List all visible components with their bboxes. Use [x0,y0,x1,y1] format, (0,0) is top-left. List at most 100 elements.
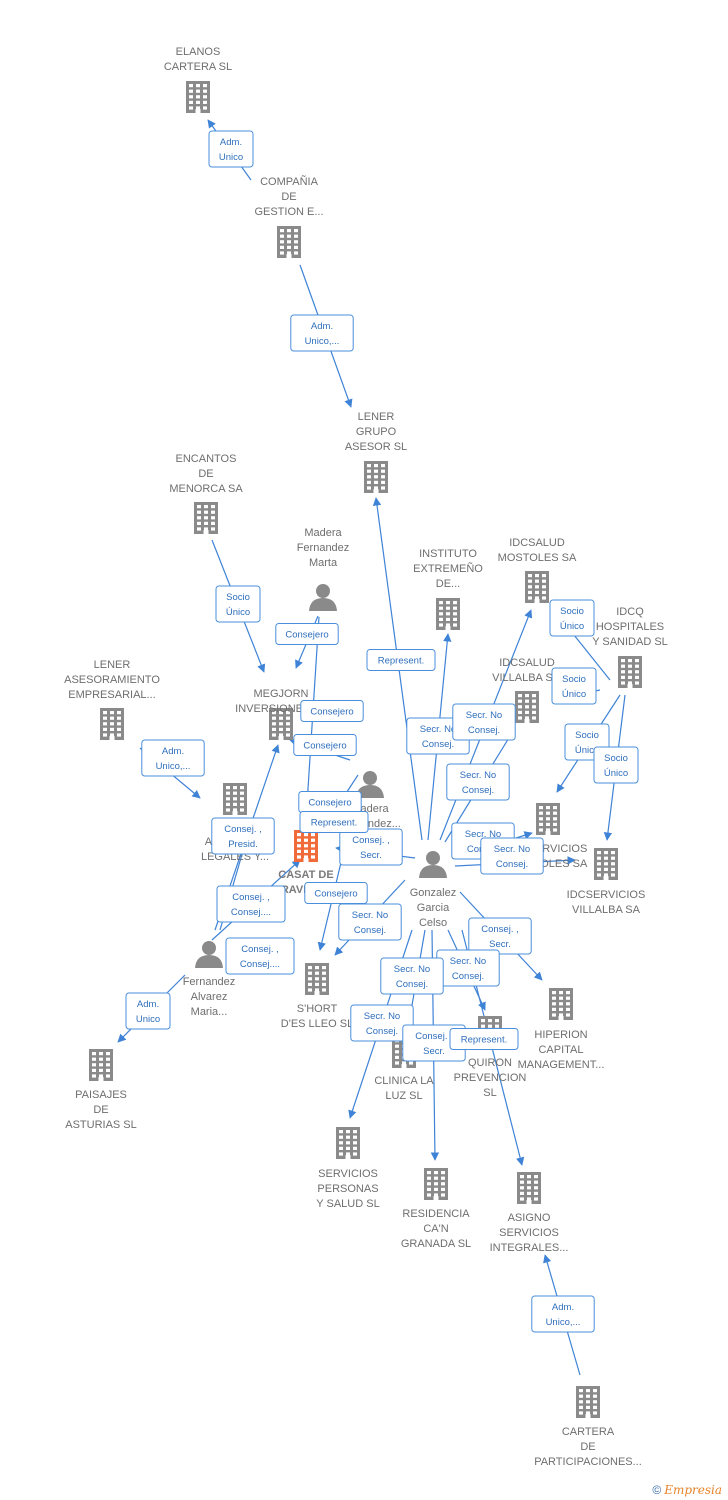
edge-label-madera2-to-megjorn[interactable]: Consejero [293,734,357,756]
edge-label-madera2-to-casat[interactable]: Represent. [299,811,369,833]
edge-label-text: Secr. No [465,829,501,840]
node-label-line: MOSTOLES SA [498,552,577,564]
building-window [279,733,283,737]
brand-logo[interactable]: Empresia [664,1483,722,1497]
building-door [524,719,530,723]
building-window [297,838,301,842]
building-window [381,464,385,468]
edge-label-fernandez-to-paisajes[interactable]: Adm.Unico [125,992,171,1030]
edge-label-madera-to-casat[interactable]: Consejero [300,700,364,722]
edge-label-gonzalez-to-lener_grupo[interactable]: Represent. [366,649,436,671]
node-label-line: Y SALUD SL [316,1198,379,1210]
edge-label-text: Secr. No [460,770,496,781]
building-window [453,606,457,610]
building-icon [517,1172,541,1204]
node-label-line: MENORCA SA [169,483,243,495]
node-label-line: DE [281,191,296,203]
building-window [566,991,570,995]
edge-label-compania-to-elanos[interactable]: Adm.Unico [208,130,254,168]
edge-label-madera-to-megjorn[interactable]: Consejero [275,623,339,645]
edge-label-madera2-to-casat[interactable]: Consejero [298,791,362,813]
copyright-footer: ©Empresia [652,1483,722,1497]
edge-label-box [216,885,286,923]
building-window [189,84,193,88]
edge-label-text: Secr. [489,939,511,950]
building-window [189,89,193,93]
building-window [367,486,371,490]
building-window [92,1052,96,1056]
building-window [286,711,290,715]
edge-label-fernandez-to-casat[interactable]: Consej. ,Consej.... [225,937,295,975]
building-window [525,710,529,714]
building-window [542,579,546,583]
node-asigno[interactable]: ASIGNOSERVICIOSINTEGRALES... [490,1172,569,1254]
building-window [106,1063,110,1067]
node-label-line: CARTERA SL [164,61,232,73]
edge-label-compania-to-lener_grupo[interactable]: Adm.Unico,... [290,314,354,352]
node-fernandez[interactable]: FernandezAlvarezMaria... [183,941,236,1018]
node-hiperion[interactable]: HIPERIONCAPITALMANAGEMENT... [518,988,605,1071]
building-window [586,1394,590,1398]
edge-label-lener_aseso-to-asesores[interactable]: Adm.Unico,... [141,739,205,777]
building-icon [576,1386,600,1418]
edge-label-cartera-to-asigno[interactable]: Adm.Unico,... [531,1295,595,1333]
building-window [453,612,457,616]
building-window [233,797,237,801]
building-window [434,1171,438,1175]
edge-label-fernandez-to-asesores[interactable]: Consej. ,Presid. [211,817,275,855]
node-instituto[interactable]: INSTITUTOEXTREMEÑODE... [413,548,483,630]
building-window [553,822,557,826]
building-window [535,585,539,589]
edge-label-box [338,903,402,941]
building-window [525,694,529,698]
edge-label-text: Adm. [311,321,333,332]
building-window [322,966,326,970]
node-cartera[interactable]: CARTERADEPARTICIPACIONES... [534,1386,642,1468]
node-label-line: S'HORT [297,1003,338,1015]
building-window [203,100,207,104]
node-lener_aseso[interactable]: LENERASESORAMIENTOEMPRESARIAL... [64,659,160,740]
building-window [346,1135,350,1139]
edge-label-fernandez-to-megjorn[interactable]: Consej. ,Consej.... [216,885,286,923]
building-door [401,1064,407,1068]
person-head [316,584,330,598]
edge-label-gonzalez-to-asigno[interactable]: Represent. [449,1028,519,1050]
edge-label-gonzalez-to-hiperion[interactable]: Consej. ,Secr. [468,917,532,955]
building-window [553,806,557,810]
building-window [559,1002,563,1006]
node-label-line: Garcia [417,902,450,914]
edge-label-gonzalez-to-casat[interactable]: Consej. ,Secr. [339,828,403,866]
edge-label-madera2-to-short[interactable]: Consejero [304,882,368,904]
edge-label-text: Secr. No [420,724,456,735]
person-head [202,941,216,955]
edge-label-text: Consej. [366,1026,398,1037]
building-window [434,1176,438,1180]
building-window [427,1176,431,1180]
building-window [579,1394,583,1398]
